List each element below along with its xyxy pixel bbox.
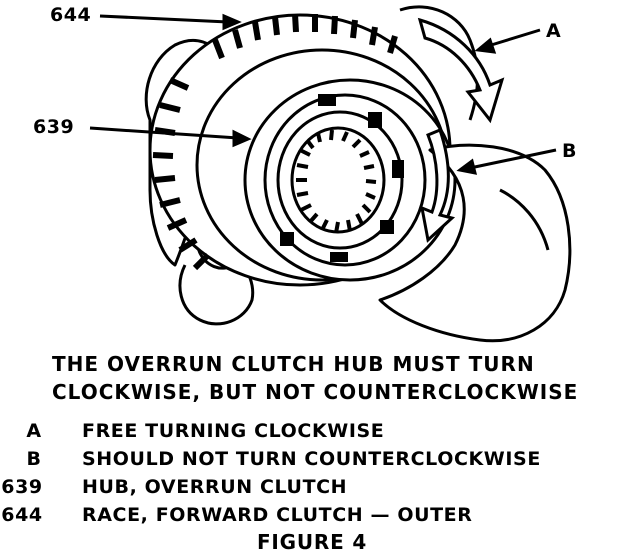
hub-lugs: [280, 94, 404, 262]
legend-text: HUB, OVERRUN CLUTCH: [82, 476, 348, 498]
hub-splines: [296, 129, 377, 234]
legend-text: FREE TURNING CLOCKWISE: [82, 420, 385, 442]
legend-key: A: [26, 420, 42, 442]
legend-text: SHOULD NOT TURN COUNTERCLOCKWISE: [82, 448, 541, 470]
figure-label: FIGURE 4: [256, 530, 368, 554]
rotation-arrow-a: [417, 17, 505, 124]
legend-key: 639: [1, 476, 43, 498]
callout-639: 639: [33, 116, 75, 138]
legend-text: RACE, FORWARD CLUTCH — OUTER: [82, 504, 473, 526]
legend-key: 644: [1, 504, 43, 526]
legend-key: B: [26, 448, 42, 470]
rotation-arrow-b: [420, 127, 456, 243]
caption-line-1: THE OVERRUN CLUTCH HUB MUST TURN: [52, 352, 535, 376]
callout-a: A: [546, 20, 562, 42]
callout-644: 644: [50, 4, 92, 26]
leader-lines: [89, 13, 557, 175]
drum-teeth: [152, 13, 398, 271]
callout-b: B: [562, 140, 577, 162]
clutch-illustration: [89, 5, 572, 343]
caption-line-2: CLOCKWISE, BUT NOT COUNTERCLOCKWISE: [52, 380, 579, 404]
